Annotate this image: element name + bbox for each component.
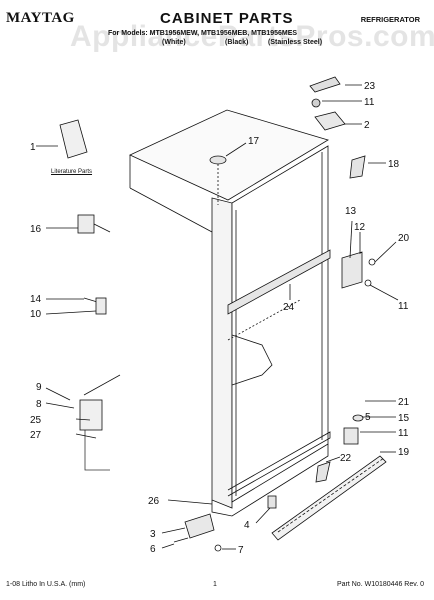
callout-23: 23 bbox=[364, 81, 376, 92]
callout-18: 18 bbox=[388, 159, 400, 170]
hinge-pin-cover-shape bbox=[349, 155, 366, 179]
callout-21: 21 bbox=[398, 397, 410, 408]
hidden-edge bbox=[227, 299, 301, 341]
callout-25: 25 bbox=[30, 415, 42, 426]
callout-3: 3 bbox=[150, 529, 156, 540]
leader-line bbox=[45, 310, 97, 315]
callout-5: 5 bbox=[365, 412, 371, 423]
leader-line bbox=[349, 220, 353, 259]
leader-line bbox=[255, 507, 271, 524]
callout-16: 16 bbox=[30, 224, 42, 235]
plug-shape bbox=[311, 98, 321, 108]
leader-line bbox=[161, 543, 175, 549]
door-stop-shape bbox=[79, 399, 103, 431]
leader-line bbox=[161, 527, 186, 534]
footer-litho: 1-08 Litho In U.S.A. (mm) bbox=[6, 581, 86, 588]
callout-2: 2 bbox=[364, 120, 370, 131]
callout-12: 12 bbox=[354, 222, 366, 233]
leader-line bbox=[45, 402, 75, 409]
callout-20: 20 bbox=[398, 233, 410, 244]
washer-shape bbox=[214, 544, 222, 552]
door-edge bbox=[83, 374, 121, 396]
toe-grille-shape bbox=[271, 455, 387, 541]
screw-shape bbox=[173, 537, 189, 543]
brake-shape bbox=[315, 461, 331, 483]
callout-11-right: 11 bbox=[398, 301, 409, 312]
literature-parts-label: Literature Parts bbox=[51, 169, 93, 175]
footer-part-number: Part No. W10180446 Rev. 0 bbox=[336, 581, 424, 588]
callout-9: 9 bbox=[36, 382, 42, 393]
callout-1: 1 bbox=[30, 142, 36, 153]
page-title: CABINET PARTS bbox=[160, 10, 294, 27]
footer-page-number: 1 bbox=[213, 581, 217, 588]
callout-4: 4 bbox=[244, 520, 250, 531]
divider-rail bbox=[227, 249, 331, 315]
callout-15: 15 bbox=[398, 413, 410, 424]
top-plug-shape bbox=[209, 155, 227, 165]
callout-7: 7 bbox=[238, 545, 244, 556]
leader-line bbox=[369, 284, 399, 301]
bottom-rail bbox=[227, 431, 331, 497]
callout-11-lower: 11 bbox=[398, 428, 409, 439]
callout-24: 24 bbox=[283, 302, 295, 313]
leader-line bbox=[325, 456, 341, 463]
bracket-shape bbox=[77, 214, 95, 234]
interior-shelf-line bbox=[231, 334, 273, 386]
bracket-screw bbox=[93, 223, 111, 233]
leader-line bbox=[167, 499, 213, 505]
cabinet-body bbox=[129, 109, 329, 517]
leader-line bbox=[75, 433, 97, 439]
top-hinge-shape bbox=[314, 111, 346, 131]
callout-8: 8 bbox=[36, 399, 42, 410]
callout-27: 27 bbox=[30, 430, 42, 441]
variant-steel: (Stainless Steel) bbox=[268, 39, 323, 46]
brand-logo: MAYTAG bbox=[6, 10, 75, 26]
leader-line bbox=[374, 241, 397, 263]
callout-19: 19 bbox=[398, 447, 410, 458]
callout-26: 26 bbox=[148, 496, 160, 507]
leader-line bbox=[45, 387, 71, 401]
hinge-cover-shape bbox=[309, 76, 341, 93]
bushing-shape bbox=[352, 414, 364, 422]
hinge-plate-shape bbox=[95, 297, 107, 315]
center-hinge-shape bbox=[341, 251, 363, 289]
clip-shape bbox=[267, 495, 277, 509]
callout-11-top: 11 bbox=[364, 97, 375, 108]
bottom-hinge-shape bbox=[343, 427, 359, 445]
leader-line bbox=[225, 142, 247, 157]
screw-head-shape bbox=[364, 279, 372, 287]
literature-parts-shape bbox=[59, 119, 88, 159]
washer-shape bbox=[368, 258, 376, 266]
callout-14: 14 bbox=[30, 294, 42, 305]
callout-6: 6 bbox=[150, 544, 156, 555]
callout-22: 22 bbox=[340, 453, 352, 464]
callout-17: 17 bbox=[248, 136, 260, 147]
model-numbers: For Models: MTB1956MEW, MTB1956MEB, MTB1… bbox=[108, 30, 298, 37]
variant-white: (White) bbox=[162, 39, 186, 46]
leader-line bbox=[75, 418, 91, 421]
product-type: REFRIGERATOR bbox=[360, 15, 420, 24]
grille-vents bbox=[277, 457, 385, 533]
callout-13: 13 bbox=[345, 206, 357, 217]
leveling-leg-shape bbox=[184, 513, 215, 539]
callout-10: 10 bbox=[30, 309, 42, 320]
watermark-text: AppliancePartsPros.com bbox=[70, 20, 434, 53]
variant-black: (Black) bbox=[225, 39, 249, 46]
